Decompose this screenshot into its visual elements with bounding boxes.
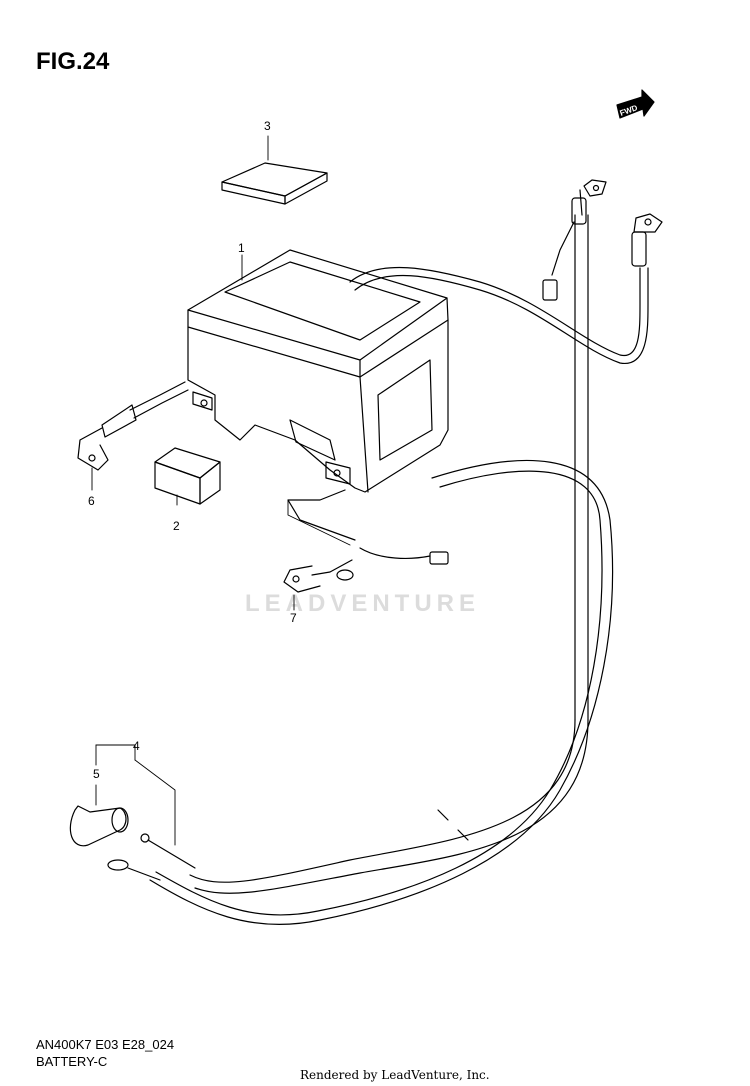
render-credit: Rendered by LeadVenture, Inc. [300, 1068, 490, 1082]
callout-7: 7 [290, 611, 297, 625]
callout-1: 1 [238, 241, 245, 255]
callout-2: 2 [173, 519, 180, 533]
fwd-arrow-icon: FWD [616, 89, 655, 119]
section-caption: BATTERY-C [36, 1054, 108, 1069]
battery [187, 249, 449, 493]
battery-spacer [154, 447, 221, 505]
battery-pad [221, 162, 328, 205]
callout-leaders [91, 135, 351, 846]
callout-5: 5 [93, 767, 100, 781]
negative-terminal-lead [77, 381, 189, 471]
model-code: AN400K7 E03 E28_024 [36, 1037, 175, 1052]
callout-3: 3 [264, 119, 271, 133]
cable-end-terminals [107, 833, 196, 881]
callout-4: 4 [133, 739, 140, 753]
positive-terminal-lead [283, 489, 449, 593]
terminal-boot [69, 805, 129, 847]
watermark: LEADVENTURE [245, 590, 481, 617]
callout-6: 6 [88, 494, 95, 508]
battery-cable-main [542, 179, 607, 721]
battery-cable-lower-loop [149, 459, 614, 926]
battery-cable-upper [349, 213, 663, 364]
figure-title: FIG.24 [36, 48, 110, 75]
